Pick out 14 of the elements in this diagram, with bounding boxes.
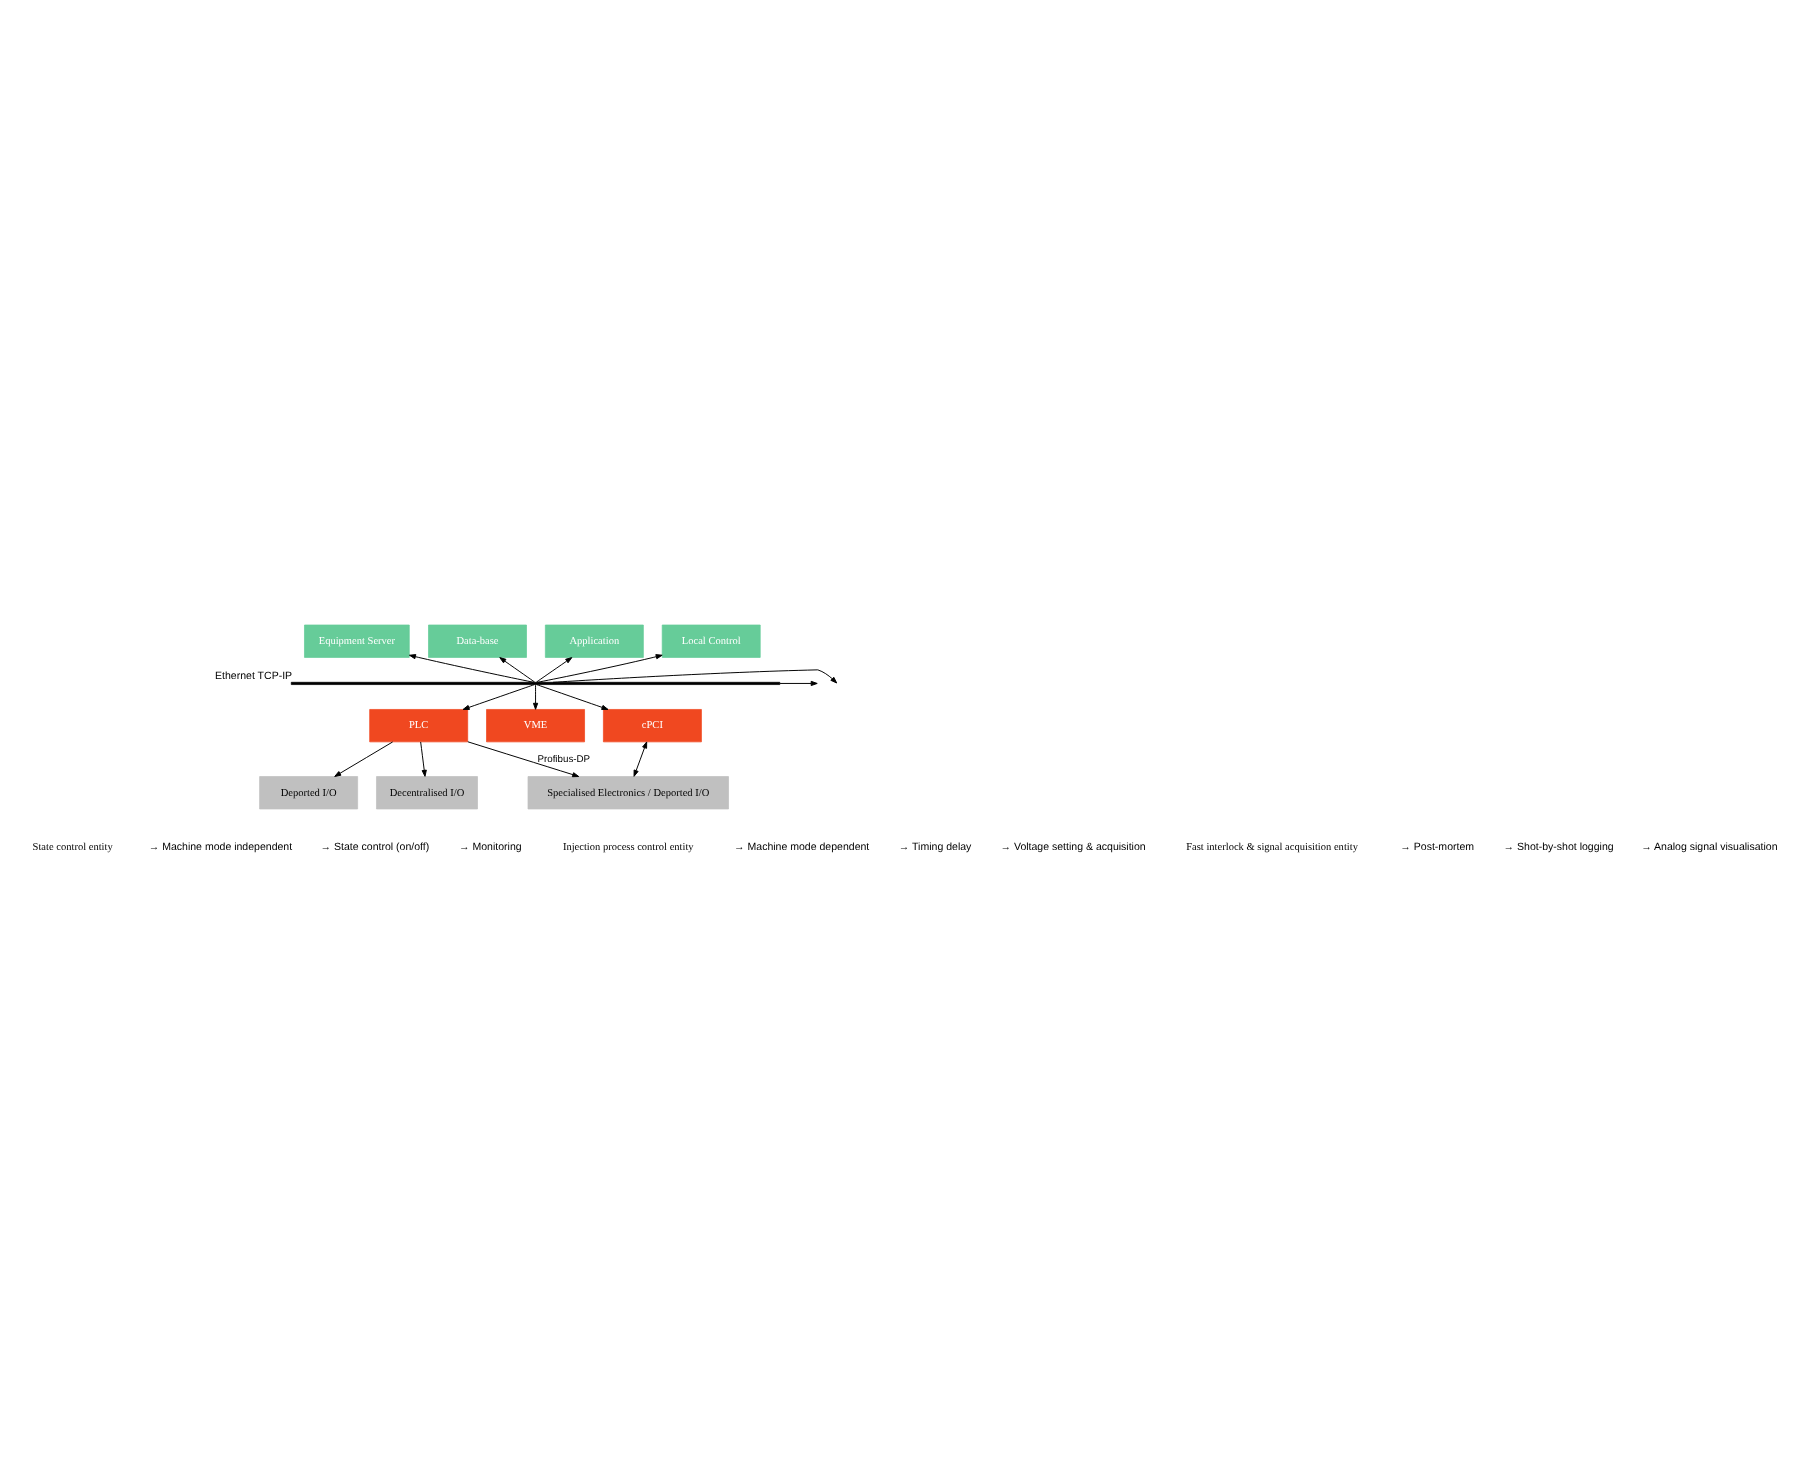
node-bar xyxy=(290,680,781,684)
arrow xyxy=(462,683,535,709)
arrow xyxy=(536,683,609,709)
arrow xyxy=(633,740,648,776)
arrow xyxy=(334,740,394,776)
arrow xyxy=(535,656,573,682)
arrow xyxy=(532,683,539,709)
arrow xyxy=(537,653,663,682)
arrow xyxy=(499,656,536,682)
arrow xyxy=(779,679,818,686)
arrow xyxy=(420,740,427,776)
arrow xyxy=(552,668,838,683)
arrow xyxy=(408,653,535,682)
arrow xyxy=(467,740,580,777)
